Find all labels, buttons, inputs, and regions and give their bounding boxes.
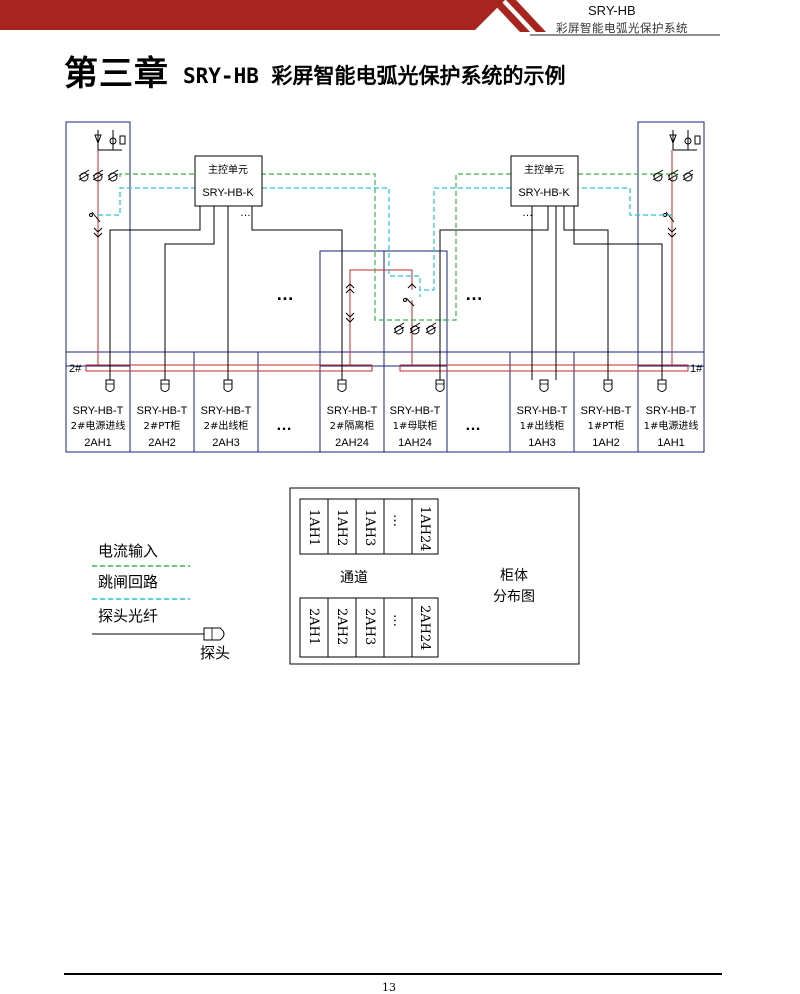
header-model: SRY-HB [588,3,636,18]
slot-2AH24: 2AH24 [417,605,432,651]
main-unit-right-label: 主控单元 [524,163,564,176]
cabinet-model: SRY-HB-T [581,405,632,417]
cabinet-model: SRY-HB-T [137,405,188,417]
cabinet-id: 1AH3 [528,437,556,449]
cabinet-row-ellipsis-right: … [465,417,481,434]
channel-label: 通道 [340,570,368,586]
legend-probe: 探头 [200,644,230,662]
cabinet-id: 2AH24 [335,437,369,449]
cabinet-name: 1#PT柜 [588,419,625,432]
cabinet-labels: SRY-HB-T 2#电源进线 2AH1 SRY-HB-T 2#PT柜 2AH2… [71,405,699,449]
cabinet-id: 2AH3 [212,437,240,449]
cabinet-name: 2#电源进线 [71,419,126,432]
slot-1AH1: 1AH1 [306,509,321,546]
legend-trip-circuit: 跳闸回路 [98,573,158,591]
slot-2AH2: 2AH2 [334,608,349,645]
cabinet-id: 1AH1 [657,437,685,449]
unit-right-dots: … [522,207,533,219]
cabinet-name: 2#隔离柜 [330,419,375,432]
slot-2AH1: 2AH1 [306,608,321,645]
upper-left-ellipsis: … [276,284,294,304]
main-unit-right-model: SRY-HB-K [518,187,570,199]
cabinet-row-ellipsis-left: … [276,417,292,434]
cabinet-id: 1AH24 [398,437,432,449]
bus-right-label: 1# [690,363,703,375]
cabinet-model: SRY-HB-T [327,405,378,417]
cabinet-model: SRY-HB-T [390,405,441,417]
distribution-label: 分布图 [493,589,535,605]
cabinet-id: 2AH2 [148,437,176,449]
slot-ellipsis: … [390,614,405,627]
cabinet-name: 1#出线柜 [520,419,565,432]
slot-1AH2: 1AH2 [334,509,349,546]
slot-2AH3: 2AH3 [362,608,377,645]
cabinet-layout-box: 1AH1 1AH2 1AH3 … 1AH24 2AH1 2AH2 2AH3 … … [289,487,580,665]
cabinet-model: SRY-HB-T [201,405,252,417]
chapter-title: SRY-HB 彩屏智能电弧光保护系统的示例 [183,64,566,88]
main-unit-left-label: 主控单元 [208,163,248,176]
cabinet-name: 1#母联柜 [393,419,438,432]
header-band [0,0,720,36]
page-number: 13 [382,981,396,994]
chapter-number: 第三章 [64,54,169,94]
slot-ellipsis: … [390,514,405,527]
probe-icon [203,627,225,641]
cabinet-name: 2#出线柜 [204,419,249,432]
footer-rule [64,973,722,975]
slot-1AH3: 1AH3 [362,509,377,546]
legend-probe-fiber: 探头光纤 [98,607,158,625]
cabinet-model: SRY-HB-T [646,405,697,417]
cabinet-name: 2#PT柜 [144,419,181,432]
header-description: 彩屏智能电弧光保护系统 [556,21,688,35]
cabinet-label: 柜体 [500,568,528,584]
main-unit-left-model: SRY-HB-K [202,187,254,199]
cabinet-model: SRY-HB-T [517,405,568,417]
cabinet-model: SRY-HB-T [73,405,124,417]
upper-right-ellipsis: … [465,284,483,304]
bus-left-label: 2# [69,363,82,375]
legend: 电流输入 跳闸回路 探头光纤 探头 [92,542,230,662]
slot-1AH24: 1AH24 [417,506,432,552]
cabinet-id: 1AH2 [592,437,620,449]
chapter-heading: 第三章 SRY-HB 彩屏智能电弧光保护系统的示例 [64,50,566,94]
unit-left-dots: … [240,207,251,219]
cabinet-name: 1#电源进线 [644,419,699,432]
cabinet-id: 2AH1 [84,437,112,449]
legend-current-input: 电流输入 [98,542,158,560]
